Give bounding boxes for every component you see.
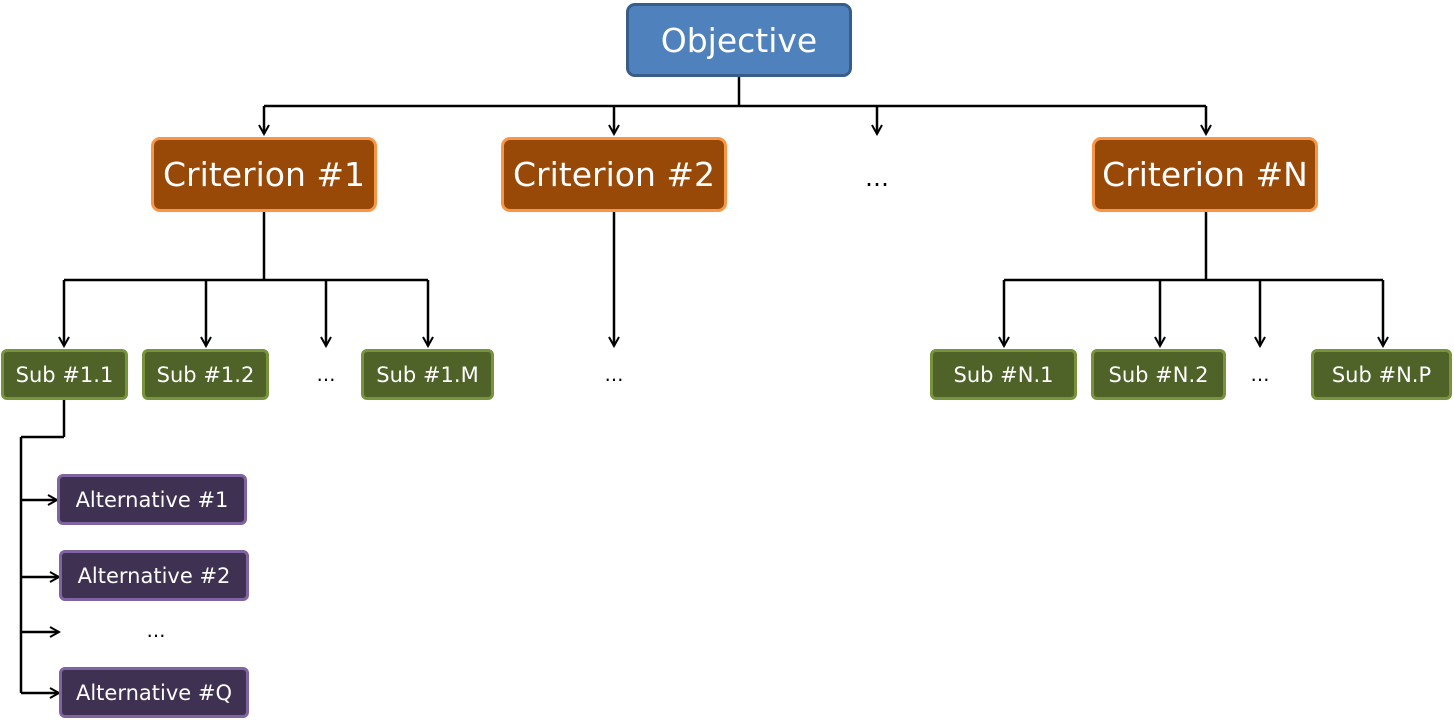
objective-node: Objective (626, 3, 852, 77)
criterion-node-2: Criterion #2 (501, 137, 727, 212)
sub-node-n-1: Sub #N.1 (930, 349, 1077, 400)
criterion-label: Criterion #1 (163, 155, 365, 194)
alternative-node-2: Alternative #2 (59, 550, 249, 601)
criterion-label: Criterion #N (1102, 155, 1308, 194)
criterion-node-1: Criterion #1 (151, 137, 377, 212)
sub-label: Sub #1.2 (156, 362, 255, 387)
sub-label: Sub #N.1 (953, 362, 1054, 387)
sub-node-1-m: Sub #1.M (361, 349, 494, 400)
alternative-node-q: Alternative #Q (59, 667, 249, 718)
alternative-label: Alternative #2 (77, 563, 231, 588)
alternative-node-1: Alternative #1 (57, 474, 247, 525)
criterion-label: Criterion #2 (513, 155, 715, 194)
sub-label: Sub #N.2 (1108, 362, 1209, 387)
sub-ellipsis-criterion-n: … (1250, 364, 1270, 386)
sub-label: Sub #N.P (1331, 362, 1432, 387)
sub-node-1-2: Sub #1.2 (142, 349, 269, 400)
sub-node-n-p: Sub #N.P (1311, 349, 1452, 400)
sub-node-n-2: Sub #N.2 (1091, 349, 1226, 400)
alternative-label: Alternative #Q (75, 680, 232, 705)
alternative-label: Alternative #1 (75, 487, 229, 512)
sub-ellipsis-criterion-1: … (316, 364, 336, 386)
sub-ellipsis-criterion-2: … (604, 364, 624, 386)
objective-label: Objective (660, 20, 818, 60)
sub-label: Sub #1.M (376, 362, 479, 387)
criterion-node-n: Criterion #N (1092, 137, 1318, 212)
sub-node-1-1: Sub #1.1 (1, 349, 128, 400)
criteria-ellipsis: … (865, 164, 889, 192)
alternatives-ellipsis: … (146, 620, 166, 642)
sub-label: Sub #1.1 (15, 362, 114, 387)
